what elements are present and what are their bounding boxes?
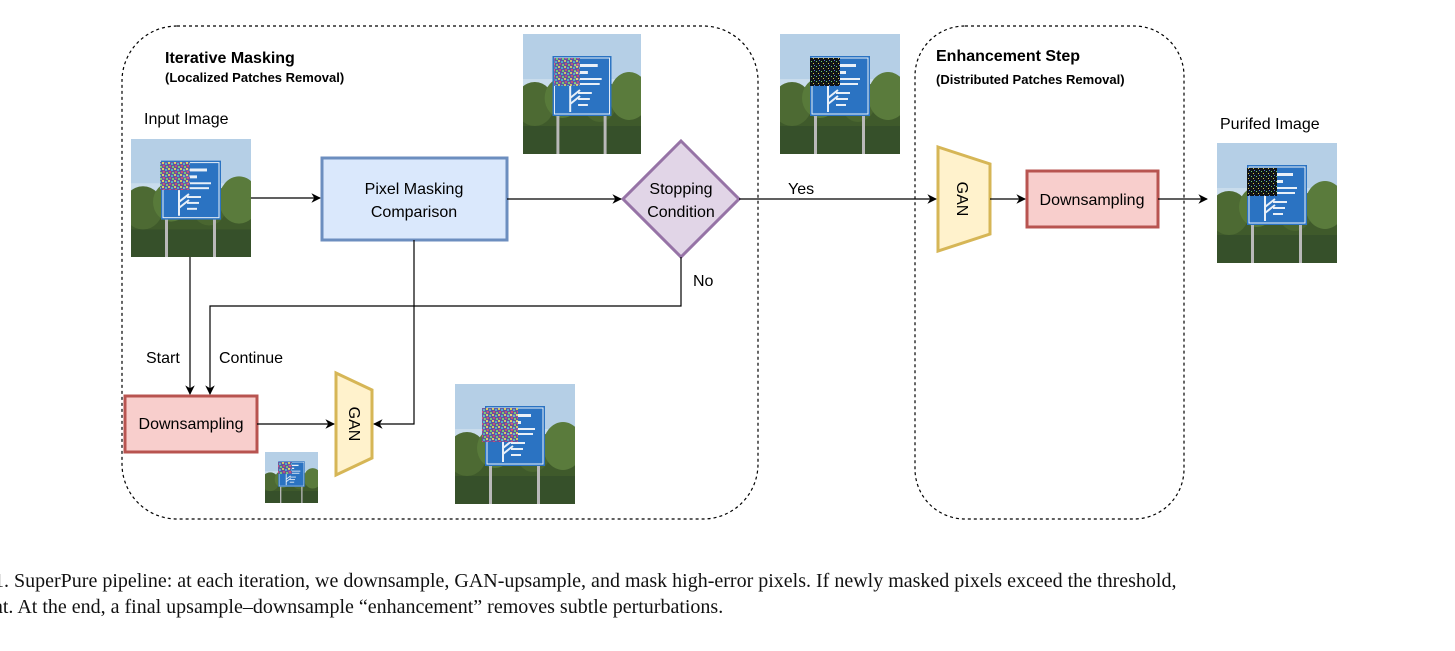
gan-loop-label: GAN bbox=[345, 407, 362, 442]
start-label: Start bbox=[146, 350, 180, 367]
gan-loop-trapezoid bbox=[334, 370, 374, 478]
pixel-masking-comparison-node: Pixel Masking Comparison bbox=[320, 156, 509, 242]
pixel-masking-comparison-box bbox=[320, 156, 509, 242]
stopping-condition-node: Stopping Condition bbox=[620, 138, 742, 260]
continue-label: Continue bbox=[219, 350, 283, 367]
stopping-condition-diamond bbox=[620, 138, 742, 260]
caption-line-1: 1. SuperPure pipeline: at each iteration… bbox=[0, 570, 1177, 592]
stopping-condition-line2: Condition bbox=[647, 204, 715, 221]
arrow-no-continue bbox=[205, 257, 682, 395]
figure-caption: 1. SuperPure pipeline: at each iteration… bbox=[0, 568, 1455, 620]
no-label: No bbox=[693, 273, 714, 290]
masked-image-top bbox=[523, 34, 641, 154]
gan-final-trapezoid bbox=[936, 144, 992, 254]
downsampling-final-label: Downsampling bbox=[1040, 192, 1145, 209]
purified-image bbox=[1217, 143, 1337, 263]
purified-image-label: Purifed Image bbox=[1220, 116, 1320, 133]
iterative-masking-title: Iterative Masking bbox=[165, 50, 295, 67]
gan-final-label: GAN bbox=[953, 182, 970, 217]
gan-final-node: GAN bbox=[936, 144, 992, 254]
input-image-label: Input Image bbox=[144, 111, 229, 128]
pipeline-diagram: Iterative Masking (Localized Patches Rem… bbox=[121, 25, 1337, 520]
gan-loop-node: GAN bbox=[334, 370, 374, 478]
downsampled-image-thumb bbox=[265, 452, 318, 503]
input-image bbox=[131, 139, 251, 257]
iterative-masking-subtitle: (Localized Patches Removal) bbox=[165, 70, 344, 85]
pixel-masking-line1: Pixel Masking bbox=[365, 181, 464, 198]
enhancement-step-title: Enhancement Step bbox=[936, 48, 1080, 65]
iterative-masking-group bbox=[121, 25, 759, 520]
enhancement-step-subtitle: (Distributed Patches Removal) bbox=[936, 72, 1125, 87]
yes-label: Yes bbox=[788, 181, 814, 198]
caption-line-2: at. At the end, a final upsample–downsam… bbox=[0, 596, 724, 618]
enhancement-step-group bbox=[914, 25, 1185, 520]
downsampling-final-node: Downsampling bbox=[1025, 169, 1160, 229]
downsampling-loop-node: Downsampling bbox=[123, 394, 259, 454]
stopping-condition-line1: Stopping bbox=[649, 181, 712, 198]
arrow-masking-to-gan bbox=[373, 240, 415, 429]
gan-output-image bbox=[455, 384, 575, 504]
downsampling-loop-label: Downsampling bbox=[139, 416, 244, 433]
pixel-masking-line2: Comparison bbox=[371, 204, 457, 221]
masked-image-next bbox=[780, 34, 900, 154]
